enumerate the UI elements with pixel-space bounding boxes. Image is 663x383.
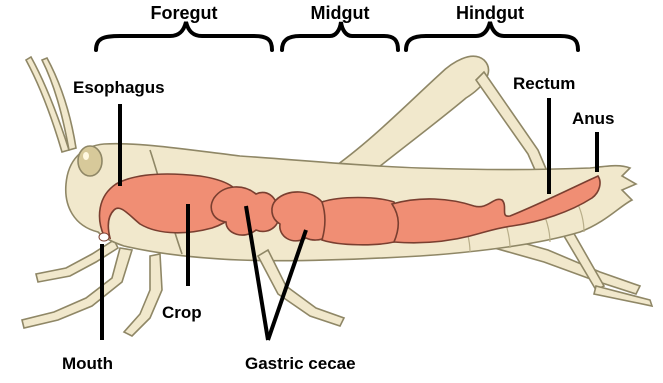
far-front-leg	[36, 240, 118, 282]
foregut-label: Foregut	[151, 3, 218, 23]
hind-femur	[330, 56, 489, 178]
front-leg	[22, 248, 132, 328]
mouth-opening	[99, 233, 109, 241]
hindgut-brace	[406, 22, 578, 50]
midgut	[322, 198, 399, 245]
compound-eye	[78, 146, 102, 176]
esophagus-label: Esophagus	[73, 78, 165, 97]
hindgut-label: Hindgut	[456, 3, 524, 23]
rectum-label: Rectum	[513, 74, 575, 93]
mouth-label: Mouth	[62, 354, 113, 373]
section-braces	[96, 22, 578, 50]
front-leg-2	[124, 254, 162, 336]
foregut-brace	[96, 22, 272, 50]
gastric-cecae-label: Gastric cecae	[245, 354, 356, 373]
eye-highlight	[83, 152, 89, 160]
mid-leg	[258, 250, 344, 326]
crop-label: Crop	[162, 303, 202, 322]
midgut-label: Midgut	[311, 3, 370, 23]
midgut-brace	[282, 22, 398, 50]
anus-label: Anus	[572, 109, 615, 128]
